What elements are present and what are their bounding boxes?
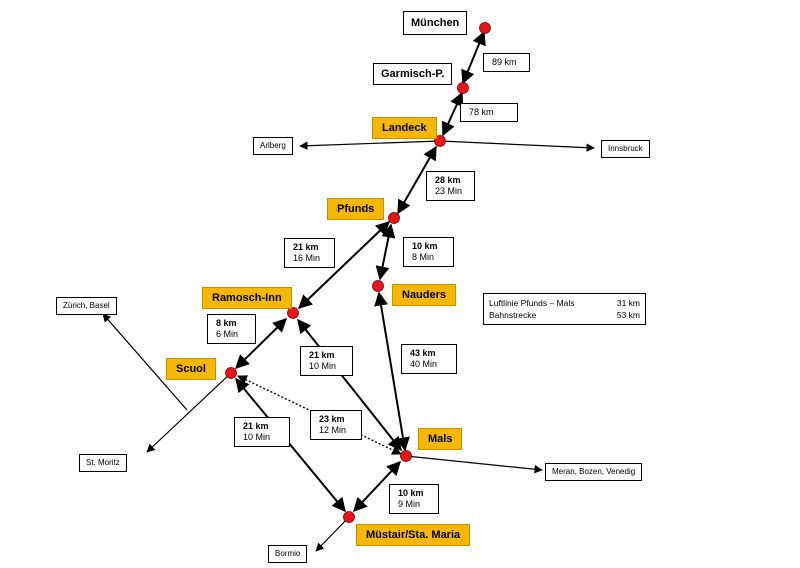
distance-km: 10 km	[412, 241, 438, 251]
label-garmisch: Garmisch-P.	[373, 63, 453, 85]
distance-km: 21 km	[293, 242, 319, 252]
node-nauders	[372, 280, 384, 292]
distance-km: 28 km	[435, 175, 461, 185]
distance-min: 40 Min	[410, 359, 438, 369]
distance-km: 43 km	[410, 348, 436, 358]
distance-min: 9 Min	[398, 499, 421, 509]
distance-nauders-mals: 43 km 40 Min	[401, 344, 457, 374]
distance-pfunds-ramosch: 21 km 16 Min	[284, 238, 335, 268]
info-row-luftlinie: Luftlinie Pfunds – Mals 31 km	[489, 297, 640, 309]
distance-km: 8 km	[216, 318, 237, 328]
node-muenchen	[479, 22, 491, 34]
label-pfunds: Pfunds	[327, 198, 385, 220]
label-bormio: Bormio	[268, 545, 308, 563]
distance-km: 21 km	[243, 421, 269, 431]
distance-km: 23 km	[319, 414, 345, 424]
info-box: Luftlinie Pfunds – Mals 31 km Bahnstreck…	[483, 293, 646, 325]
label-arlberg: Arlberg	[253, 137, 293, 155]
distance-ramosch-scuol: 8 km 6 Min	[207, 314, 256, 344]
distance-min: 23 Min	[435, 186, 463, 196]
label-st-moritz: St. Moritz	[79, 454, 127, 472]
distance-ramosch-mals: 21 km 10 Min	[300, 346, 353, 376]
distance-muenchen-garmisch: 89 km	[483, 53, 530, 72]
node-ramosch	[287, 307, 299, 319]
node-landeck	[434, 135, 446, 147]
info-bahnstrecke-label: Bahnstrecke	[489, 310, 537, 320]
distance-scuol-muestair: 21 km 10 Min	[234, 417, 290, 447]
road-pfunds-ramosch	[297, 221, 391, 309]
node-muestair	[343, 511, 355, 523]
distance-garmisch-landeck: 78 km	[460, 103, 518, 122]
distance-scuol-mals: 23 km 12 Min	[310, 410, 362, 440]
info-bahnstrecke-value: 53 km	[616, 310, 640, 320]
label-nauders: Nauders	[392, 284, 457, 306]
label-muestair: Müstair/Sta. Maria	[356, 524, 471, 546]
road-mals-muestair	[353, 460, 401, 513]
distance-min: 10 Min	[309, 361, 337, 371]
node-scuol	[225, 367, 237, 379]
info-row-bahnstrecke: Bahnstrecke 53 km	[489, 309, 640, 321]
node-garmisch	[457, 82, 469, 94]
road-landeck-pfunds	[397, 145, 437, 215]
road-to-innsbruck	[439, 140, 595, 152]
road-pfunds-nauders	[375, 223, 396, 281]
road-muenchen-garmisch	[461, 30, 486, 85]
label-ramosch: Ramosch-Inn	[202, 287, 292, 309]
distance-landeck-pfunds: 28 km 23 Min	[426, 171, 475, 201]
node-pfunds	[388, 212, 400, 224]
label-muenchen: München	[403, 11, 468, 35]
road-ramosch-scuol	[235, 318, 287, 369]
distance-min: 10 Min	[243, 432, 271, 442]
node-mals	[400, 450, 412, 462]
distance-min: 16 Min	[293, 253, 321, 263]
road-to-meran	[405, 455, 543, 474]
distance-pfunds-nauders: 10 km 8 Min	[403, 237, 454, 267]
road-to-st-moritz	[146, 372, 232, 453]
road-to-zuerich	[102, 313, 188, 411]
label-landeck: Landeck	[372, 117, 437, 139]
distance-km: 78 km	[469, 107, 494, 117]
distance-min: 8 Min	[412, 252, 435, 262]
info-luftlinie-value: 31 km	[616, 298, 640, 308]
road-to-arlberg	[299, 140, 441, 150]
distance-min: 6 Min	[216, 329, 239, 339]
info-luftlinie-label: Luftlinie Pfunds – Mals	[489, 298, 575, 308]
label-mals: Mals	[418, 428, 463, 450]
label-zuerich: Zürich, Basel	[56, 297, 117, 315]
label-innsbruck: Innsbruck	[601, 140, 650, 158]
label-scuol: Scuol	[166, 358, 216, 380]
road-to-bormio	[315, 516, 350, 552]
road-garmisch-landeck	[441, 91, 464, 137]
label-meran: Meran, Bozen, Venedig	[545, 463, 643, 481]
distance-km: 10 km	[398, 488, 424, 498]
distance-mals-muestair: 10 km 9 Min	[389, 484, 439, 514]
distance-km: 89 km	[492, 57, 517, 67]
distance-min: 12 Min	[319, 425, 347, 435]
distance-km: 21 km	[309, 350, 335, 360]
